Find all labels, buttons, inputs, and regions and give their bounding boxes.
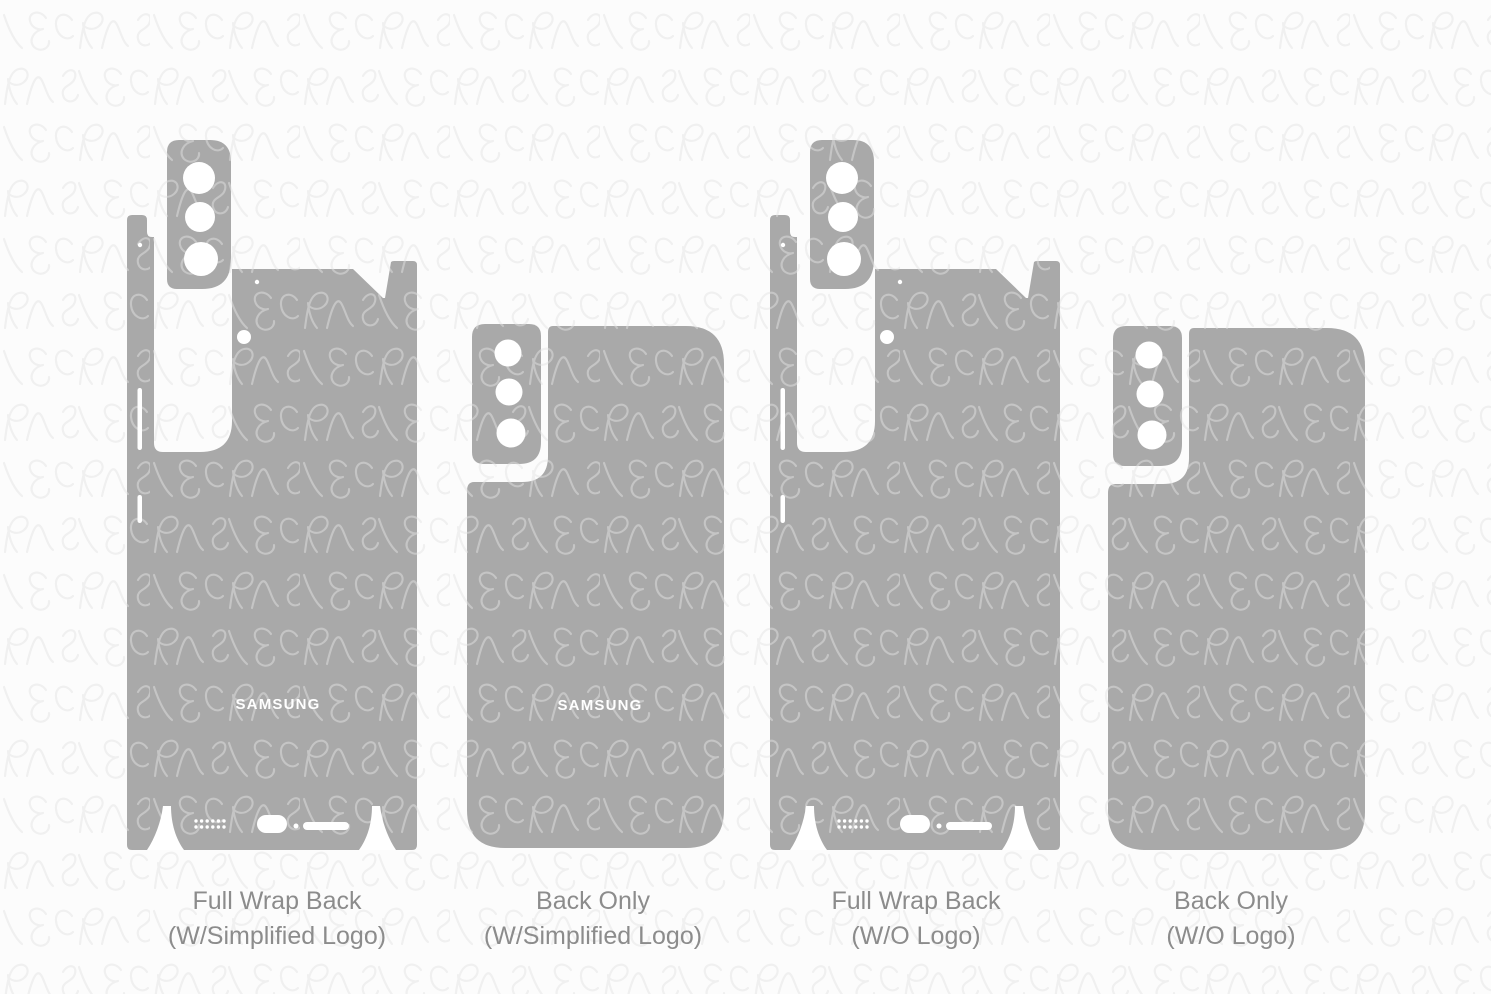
caption-line1: Full Wrap Back bbox=[831, 887, 1001, 915]
caption-line2: (W/O Logo) bbox=[1166, 922, 1296, 950]
caption-line1: Back Only bbox=[1174, 887, 1288, 915]
caption-line2: (W/O Logo) bbox=[851, 922, 981, 950]
caption-full-wrap-with-logo: Full Wrap Back (W/Simplified Logo) bbox=[168, 884, 386, 954]
caption-line2: (W/Simplified Logo) bbox=[167, 922, 387, 950]
caption-line1: Full Wrap Back bbox=[192, 887, 362, 915]
caption-full-wrap-no-logo: Full Wrap Back (W/O Logo) bbox=[831, 884, 1000, 954]
caption-back-only-no-logo: Back Only (W/O Logo) bbox=[1166, 884, 1295, 954]
caption-back-only-with-logo: Back Only (W/Simplified Logo) bbox=[484, 884, 702, 954]
caption-line2: (W/Simplified Logo) bbox=[483, 922, 703, 950]
caption-line1: Back Only bbox=[536, 887, 650, 915]
